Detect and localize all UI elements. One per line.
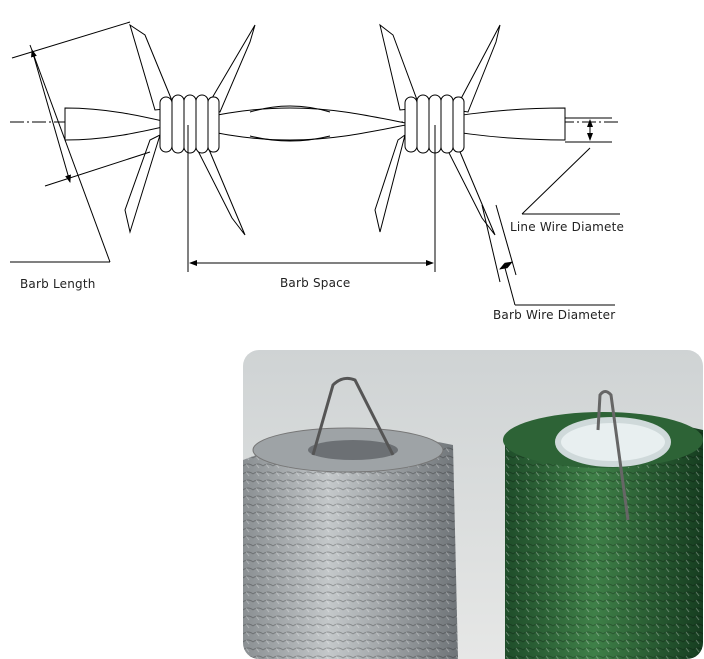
barb-length-dimension bbox=[10, 21, 151, 263]
line-wire bbox=[64, 107, 566, 141]
galvanized-coil-handle bbox=[311, 376, 395, 456]
barb-space-dimension bbox=[187, 125, 436, 272]
line-wire-twist bbox=[249, 105, 331, 142]
barb-space-label: Barb Space bbox=[280, 276, 351, 290]
barb-left bbox=[124, 23, 256, 236]
green-coil bbox=[503, 390, 703, 659]
barb-length-label: Barb Length bbox=[20, 277, 96, 291]
barb-wire-diameter-dimension bbox=[481, 204, 615, 306]
barb-left-coil bbox=[159, 94, 220, 154]
line-wire-diameter-dimension bbox=[521, 117, 620, 215]
barb-right-coil bbox=[404, 94, 465, 154]
product-photo bbox=[243, 350, 703, 659]
barb-wire-diameter-label: Barb Wire Diameter bbox=[493, 308, 616, 322]
barb-right bbox=[374, 23, 501, 236]
product-photo-illustration bbox=[243, 376, 703, 659]
green-coil-white-core bbox=[555, 417, 671, 467]
galvanized-coil bbox=[243, 376, 458, 659]
line-wire-diameter-label: Line Wire Diamete bbox=[510, 220, 625, 234]
green-coil-handle bbox=[596, 390, 630, 521]
barbed-wire-diagram bbox=[10, 21, 620, 306]
